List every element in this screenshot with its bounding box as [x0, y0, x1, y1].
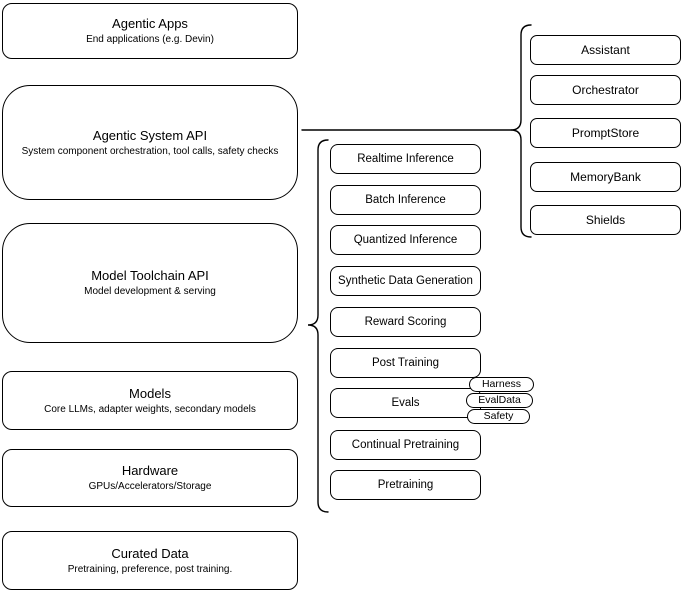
node-hardware: Hardware GPUs/Accelerators/Storage: [2, 449, 298, 507]
node-agentic-apps: Agentic Apps End applications (e.g. Devi…: [2, 3, 298, 59]
node-pretraining: Pretraining: [330, 470, 481, 500]
node-subtitle: Model development & serving: [84, 286, 216, 297]
toolchain-brace: [307, 139, 329, 513]
node-subtitle: System component orchestration, tool cal…: [21, 145, 279, 157]
node-subtitle: Pretraining, preference, post training.: [67, 563, 233, 575]
tag-safety: Safety: [467, 409, 530, 424]
node-subtitle: GPUs/Accelerators/Storage: [88, 481, 212, 492]
node-quantized-inference: Quantized Inference: [330, 225, 481, 255]
tag-harness: Harness: [469, 377, 534, 392]
node-shields: Shields: [530, 205, 681, 235]
node-promptstore: PromptStore: [530, 118, 681, 148]
node-title: Agentic Apps: [112, 16, 188, 31]
node-reward-scoring: Reward Scoring: [330, 307, 481, 337]
node-realtime-inference: Realtime Inference: [330, 144, 481, 174]
node-assistant: Assistant: [530, 35, 681, 65]
node-agentic-system-api: Agentic System API System component orch…: [2, 85, 298, 200]
node-curated-data: Curated Data Pretraining, preference, po…: [2, 531, 298, 590]
node-memorybank: MemoryBank: [530, 162, 681, 192]
system-brace: [510, 24, 532, 238]
node-post-training: Post Training: [330, 348, 481, 378]
node-subtitle: End applications (e.g. Devin): [86, 34, 214, 45]
node-evals: Evals: [330, 388, 481, 418]
tag-evaldata: EvalData: [466, 393, 533, 408]
node-title: Hardware: [121, 463, 179, 478]
node-batch-inference: Batch Inference: [330, 185, 481, 215]
node-title: Model Toolchain API: [91, 268, 209, 283]
node-title: Curated Data: [111, 545, 189, 561]
node-continual-pretraining: Continual Pretraining: [330, 430, 481, 460]
node-title: Models: [129, 385, 171, 401]
node-model-toolchain-api: Model Toolchain API Model development & …: [2, 223, 298, 343]
node-title: Agentic System API: [92, 127, 208, 143]
node-synthetic-data-generation: Synthetic Data Generation: [330, 266, 481, 296]
node-subtitle: Core LLMs, adapter weights, secondary mo…: [44, 403, 256, 415]
node-models: Models Core LLMs, adapter weights, secon…: [2, 371, 298, 430]
node-orchestrator: Orchestrator: [530, 75, 681, 105]
